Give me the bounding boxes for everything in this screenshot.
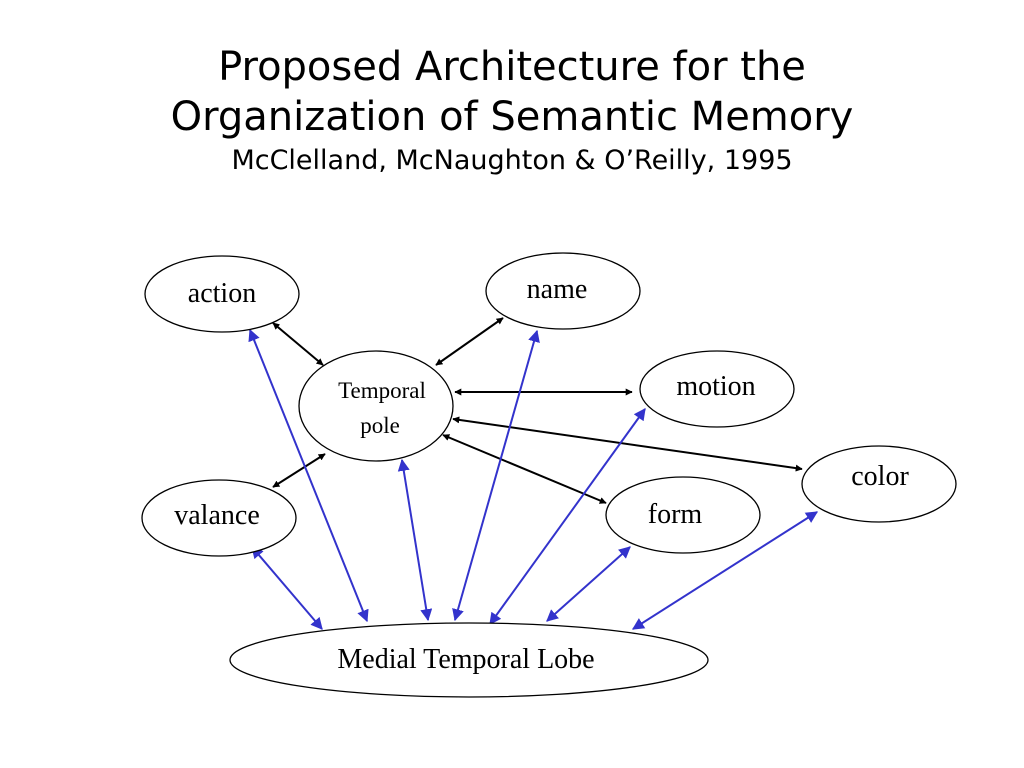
node-valance: valance — [141, 479, 297, 557]
node-action: action — [144, 255, 300, 333]
node-form-ellipse — [605, 476, 761, 554]
node-name-label: name — [527, 274, 588, 305]
link-mtl-valance — [251, 546, 323, 630]
link-mtl-form — [546, 546, 631, 622]
node-valance-ellipse — [141, 479, 297, 557]
node-motion: motion — [639, 350, 795, 428]
node-name-ellipse — [485, 252, 641, 330]
link-mtl-color — [631, 511, 819, 630]
node-name: name — [485, 252, 641, 330]
hippocampal-links — [248, 328, 819, 630]
node-medial-temporal-lobe: Medial Temporal Lobe — [229, 622, 709, 698]
node-action-label: action — [188, 278, 256, 309]
node-color: color — [801, 445, 957, 523]
node-motion-label: motion — [676, 371, 755, 402]
node-temporal-pole: Temporal pole — [298, 350, 454, 462]
node-temporal-pole-label-line-1: Temporal — [338, 378, 426, 403]
node-action-ellipse — [144, 255, 300, 333]
slide-title-block: Proposed Architecture for the Organizati… — [0, 42, 1024, 178]
link-mtl-action — [248, 328, 369, 623]
node-color-label: color — [851, 461, 909, 492]
node-medial-temporal-lobe-ellipse — [229, 622, 709, 698]
slide-title-line-2: Organization of Semantic Memory — [170, 94, 854, 140]
link-pole-name — [435, 317, 504, 366]
node-temporal-pole-label-line-2: pole — [360, 413, 400, 438]
node-medial-temporal-lobe-label: Medial Temporal Lobe — [337, 644, 594, 675]
node-color-ellipse — [801, 445, 957, 523]
link-mtl-pole — [397, 458, 433, 622]
slide-subtitle: McClelland, McNaughton & O’Reilly, 1995 — [231, 145, 793, 176]
node-motion-ellipse — [639, 350, 795, 428]
link-pole-action — [272, 322, 324, 366]
node-valance-label: valance — [174, 500, 260, 531]
node-temporal-pole-ellipse — [298, 350, 454, 462]
node-form-label: form — [648, 499, 703, 530]
link-pole-valance — [272, 453, 326, 488]
slide-title-line-1: Proposed Architecture for the — [218, 44, 806, 90]
node-form: form — [605, 476, 761, 554]
link-mtl-motion — [489, 408, 646, 625]
link-pole-form — [442, 434, 607, 504]
